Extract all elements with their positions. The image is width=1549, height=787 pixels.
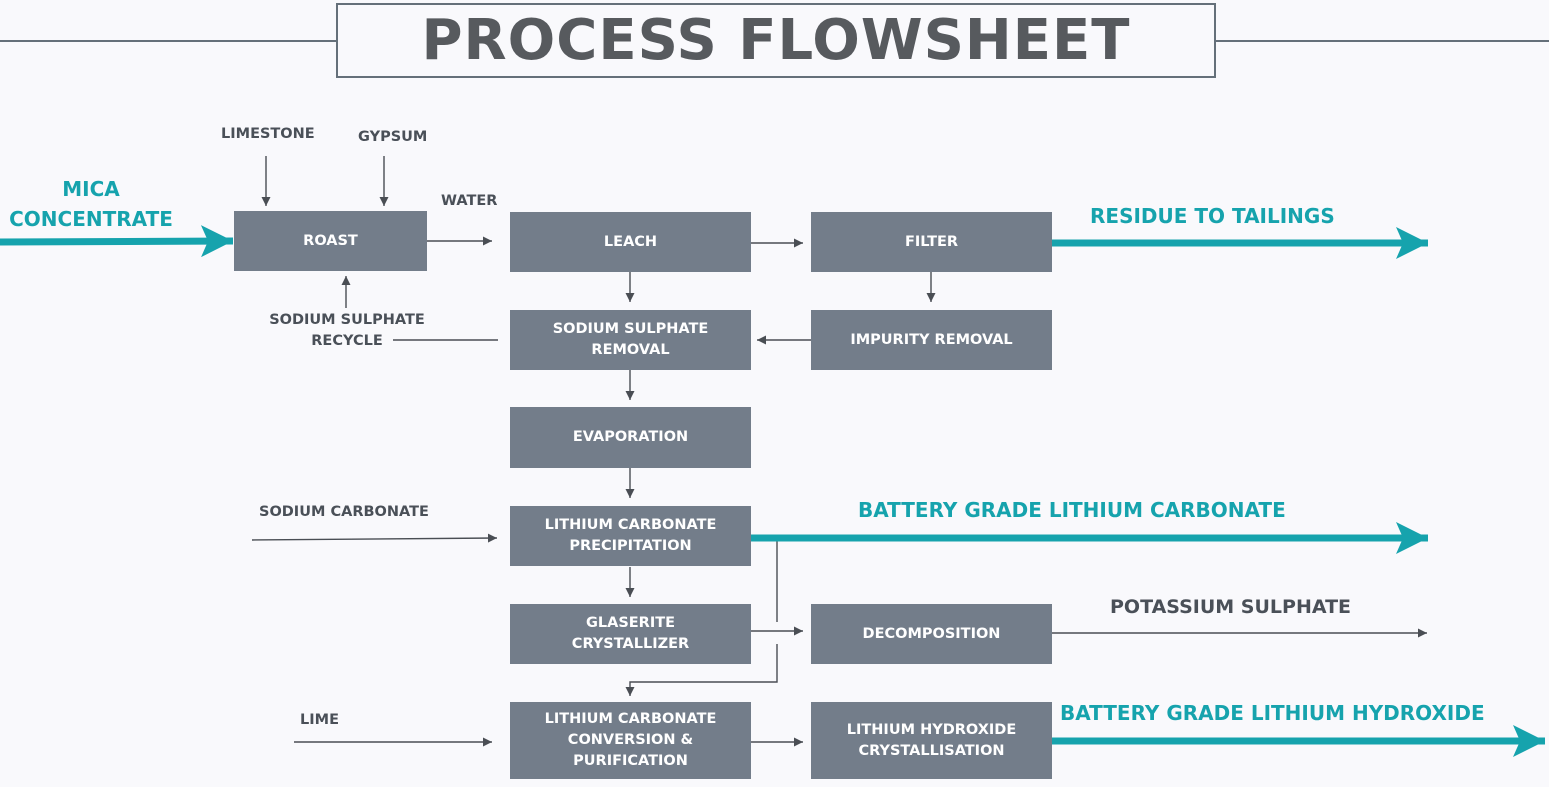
box-label-line: LITHIUM CARBONATE — [544, 711, 717, 727]
label-line: CONCENTRATE — [9, 207, 173, 231]
box-sodium-sulphate-removal: SODIUM SULPHATE REMOVAL — [510, 310, 751, 370]
input-lime: LIME — [300, 712, 339, 728]
input-water: WATER — [441, 193, 498, 209]
input-gypsum: GYPSUM — [358, 129, 428, 145]
box-roast: ROAST — [234, 211, 427, 271]
box-impurity-removal: IMPURITY REMOVAL — [811, 310, 1052, 370]
box-label-line: CONVERSION & — [567, 732, 694, 748]
box-label-line: CRYSTALLISATION — [858, 742, 1005, 759]
output-potassium-sulphate: POTASSIUM SULPHATE — [1110, 596, 1352, 618]
output-battery-grade-lithium-carbonate: BATTERY GRADE LITHIUM CARBONATE — [858, 498, 1286, 522]
box-label-line: REMOVAL — [591, 342, 670, 358]
box-decomposition: DECOMPOSITION — [811, 604, 1052, 664]
box-label: EVAPORATION — [572, 429, 689, 445]
title-rule-left — [0, 40, 336, 42]
box-label-line: LITHIUM CARBONATE — [544, 517, 717, 533]
box-label-line: SODIUM SULPHATE — [552, 321, 709, 337]
box-filter: FILTER — [811, 212, 1052, 272]
box-lithium-hydroxide-crystallisation: LITHIUM HYDROXIDE CRYSTALLISATION — [811, 702, 1052, 779]
page-title: PROCESS FLOWSHEET — [421, 7, 1131, 73]
box-label: IMPURITY REMOVAL — [850, 331, 1013, 348]
title-rule-right — [1216, 40, 1549, 42]
box-label: FILTER — [904, 233, 959, 250]
box-glaserite-crystallizer: GLASERITE CRYSTALLIZER — [510, 604, 751, 664]
box-label-line: PURIFICATION — [573, 753, 688, 769]
label-line: MICA — [62, 177, 120, 201]
box-label-line: PRECIPITATION — [569, 538, 692, 554]
title-box: PROCESS FLOWSHEET — [336, 3, 1216, 78]
input-sodium-carbonate: SODIUM CARBONATE — [259, 504, 429, 520]
input-sodium-sulphate-recycle: SODIUM SULPHATE RECYCLE — [262, 310, 432, 352]
box-label-line: LITHIUM HYDROXIDE — [846, 721, 1017, 738]
input-mica-concentrate: MICA CONCENTRATE — [2, 174, 180, 234]
box-label-line: CRYSTALLIZER — [571, 636, 690, 652]
arrow-sodium-carbonate-to-precipitation — [251, 533, 498, 543]
box-label: DECOMPOSITION — [862, 625, 1001, 642]
box-label: ROAST — [303, 232, 358, 249]
label-line: SODIUM SULPHATE — [269, 312, 425, 328]
box-lithium-carbonate-conversion: LITHIUM CARBONATE CONVERSION & PURIFICAT… — [510, 702, 751, 779]
output-residue-to-tailings: RESIDUE TO TAILINGS — [1090, 204, 1335, 228]
box-lithium-carbonate-precipitation: LITHIUM CARBONATE PRECIPITATION — [510, 506, 751, 566]
arrow-glaserite-loop-to-conversion — [625, 644, 778, 696]
big-arrow-mica-to-roast — [0, 225, 234, 258]
box-leach: LEACH — [510, 212, 751, 272]
box-label: LEACH — [603, 233, 658, 250]
input-limestone: LIMESTONE — [221, 126, 315, 142]
output-battery-grade-lithium-hydroxide: BATTERY GRADE LITHIUM HYDROXIDE — [1060, 701, 1485, 725]
box-evaporation: EVAPORATION — [510, 407, 751, 468]
label-line: RECYCLE — [311, 333, 383, 349]
box-label-line: GLASERITE — [585, 615, 676, 631]
